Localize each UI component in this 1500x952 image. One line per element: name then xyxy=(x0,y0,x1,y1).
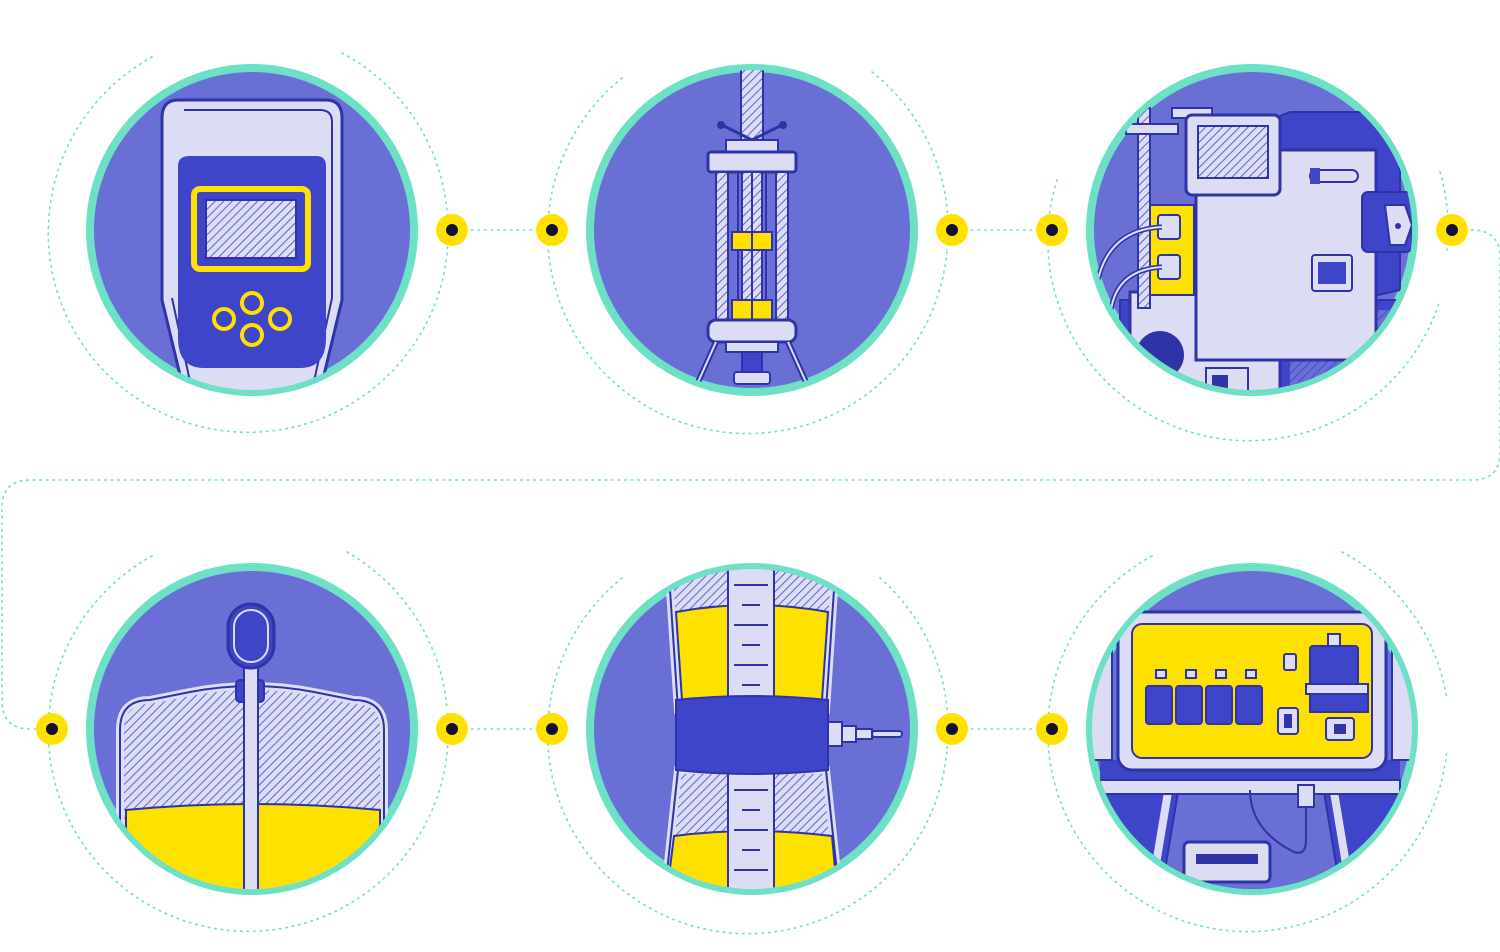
step-5-graduated-cylinder-with-valve-icon xyxy=(586,563,918,895)
node-step-4-left xyxy=(36,713,68,745)
node-step-5-right xyxy=(936,713,968,745)
meter-buttons xyxy=(212,291,292,347)
node-step-6-left xyxy=(1036,713,1068,745)
panel-switches xyxy=(1145,669,1263,725)
step-1-handheld-meter-icon xyxy=(86,64,418,396)
outer-dotted-arcs xyxy=(47,52,1449,935)
step-3-laboratory-instrument-icon xyxy=(1086,64,1418,396)
connector-nodes xyxy=(36,214,1468,745)
step-6-control-panel-cabinet-icon xyxy=(1086,563,1418,895)
node-step-2-left xyxy=(536,214,568,246)
node-step-3-right xyxy=(1436,214,1468,246)
graduation-marks xyxy=(734,584,768,871)
node-step-5-left xyxy=(536,713,568,745)
node-step-3-left xyxy=(1036,214,1068,246)
node-step-1-right xyxy=(436,214,468,246)
node-step-2-right xyxy=(936,214,968,246)
step-4-liquid-tank-with-probe-icon xyxy=(86,563,418,895)
node-step-4-right xyxy=(436,713,468,745)
step-2-filter-press-column-icon xyxy=(586,64,918,396)
